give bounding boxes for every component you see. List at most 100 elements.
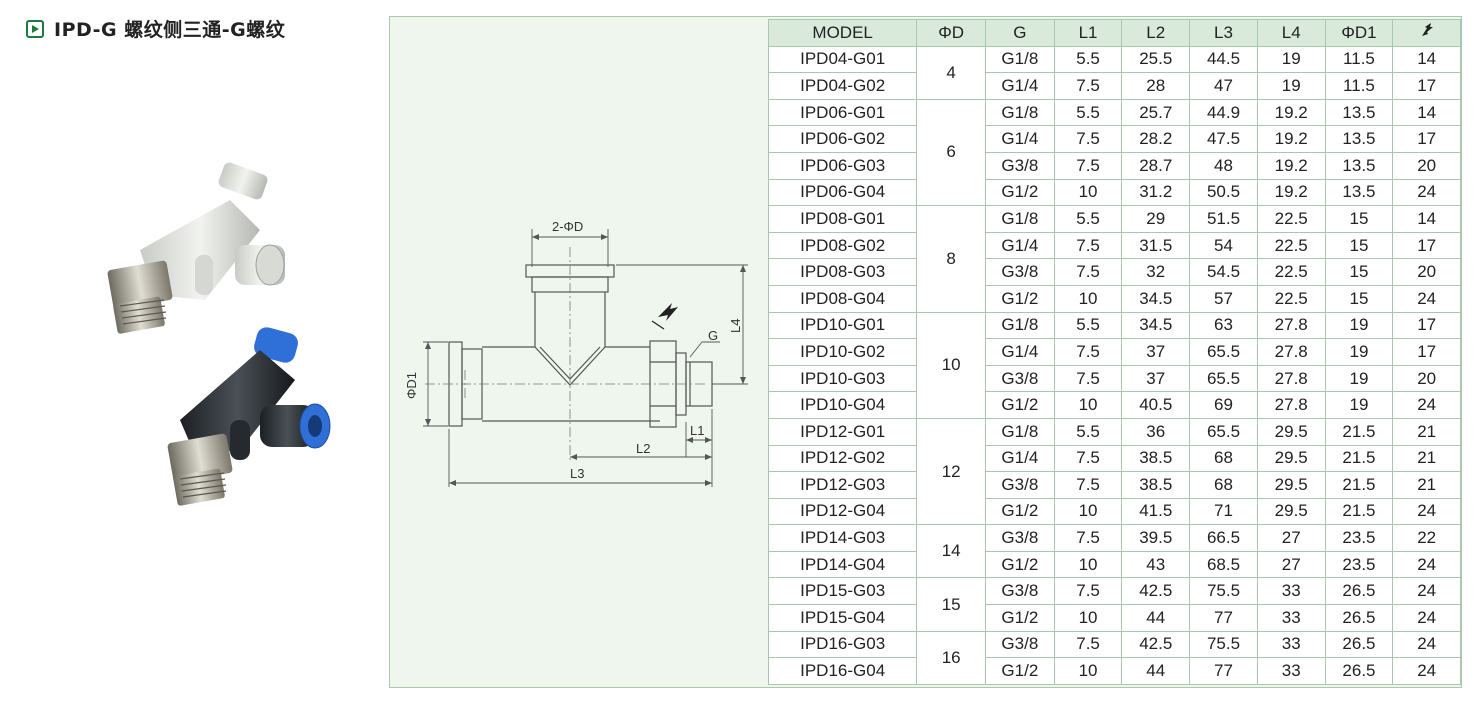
cell-l4: 19.2 bbox=[1256, 125, 1326, 153]
cell-l4: 22.5 bbox=[1256, 205, 1326, 233]
cell-wrench-size: 17 bbox=[1392, 231, 1461, 260]
cell-wrench-size: 24 bbox=[1392, 577, 1461, 606]
cell-model: IPD14-G04 bbox=[767, 550, 918, 579]
wrench-icon bbox=[1421, 23, 1433, 37]
label-l3: L3 bbox=[570, 466, 584, 481]
label-l2: L2 bbox=[636, 441, 650, 456]
cell-l1: 5.5 bbox=[1053, 45, 1123, 74]
cell-l1: 10 bbox=[1053, 657, 1123, 685]
cell-l3: 50.5 bbox=[1189, 178, 1258, 207]
cell-l1: 5.5 bbox=[1053, 417, 1123, 446]
cell-l1: 7.5 bbox=[1053, 577, 1123, 606]
cell-model: IPD15-G04 bbox=[767, 604, 918, 632]
cell-g: G1/4 bbox=[984, 231, 1055, 260]
cell-l1: 7.5 bbox=[1053, 444, 1123, 473]
cell-phi-d1: 21.5 bbox=[1324, 497, 1394, 526]
cell-l4: 22.5 bbox=[1256, 231, 1326, 260]
header-g: G bbox=[984, 19, 1055, 47]
cell-phi-d: 14 bbox=[916, 524, 986, 579]
header-l2: L2 bbox=[1121, 19, 1191, 47]
cell-l3: 54 bbox=[1189, 231, 1258, 260]
header-phi-d: ΦD bbox=[916, 19, 986, 47]
cell-l3: 75.5 bbox=[1189, 630, 1258, 659]
cell-l4: 27.8 bbox=[1256, 391, 1326, 419]
header-l3: L3 bbox=[1189, 19, 1258, 47]
cell-l4: 29.5 bbox=[1256, 471, 1326, 499]
cell-l3: 66.5 bbox=[1189, 524, 1258, 552]
cell-l2: 38.5 bbox=[1121, 471, 1191, 499]
cell-l1: 7.5 bbox=[1053, 258, 1123, 286]
cell-l1: 10 bbox=[1053, 284, 1123, 313]
cell-l2: 32 bbox=[1121, 258, 1191, 286]
cell-l1: 5.5 bbox=[1053, 311, 1123, 340]
cell-l3: 48 bbox=[1189, 151, 1258, 180]
cell-wrench-size: 24 bbox=[1392, 178, 1461, 207]
cell-l1: 7.5 bbox=[1053, 72, 1123, 100]
page-title-text: IPD-G 螺纹侧三通-G螺纹 bbox=[54, 19, 286, 41]
cell-phi-d1: 21.5 bbox=[1324, 444, 1394, 473]
black-fitting bbox=[167, 327, 331, 506]
cell-g: G3/8 bbox=[984, 364, 1055, 393]
cell-l1: 7.5 bbox=[1053, 364, 1123, 393]
cell-phi-d1: 21.5 bbox=[1324, 471, 1394, 499]
cell-wrench-size: 17 bbox=[1392, 338, 1461, 366]
cell-l2: 43 bbox=[1121, 550, 1191, 579]
technical-drawing: 2-ΦD ΦD1 L4 G L1 L2 L3 bbox=[404, 219, 748, 487]
cell-g: G3/8 bbox=[984, 471, 1055, 499]
header-wrench bbox=[1392, 19, 1461, 47]
cell-model: IPD12-G02 bbox=[767, 444, 918, 473]
cell-model: IPD08-G02 bbox=[767, 231, 918, 260]
page-title: IPD-G 螺纹侧三通-G螺纹 bbox=[26, 15, 285, 42]
cell-wrench-size: 20 bbox=[1392, 364, 1461, 393]
cell-l3: 65.5 bbox=[1189, 338, 1258, 366]
cell-l2: 28.2 bbox=[1121, 125, 1191, 153]
cell-l2: 37 bbox=[1121, 364, 1191, 393]
cell-phi-d1: 15 bbox=[1324, 231, 1394, 260]
cell-l4: 33 bbox=[1256, 630, 1326, 659]
cell-l4: 29.5 bbox=[1256, 444, 1326, 473]
cell-l4: 27 bbox=[1256, 550, 1326, 579]
cell-l2: 25.7 bbox=[1121, 98, 1191, 127]
cell-g: G1/2 bbox=[984, 657, 1055, 685]
cell-model: IPD06-G04 bbox=[767, 178, 918, 207]
cell-l2: 37 bbox=[1121, 338, 1191, 366]
wrench-icon bbox=[651, 303, 678, 330]
cell-phi-d1: 21.5 bbox=[1324, 417, 1394, 446]
cell-l4: 27.8 bbox=[1256, 364, 1326, 393]
cell-phi-d1: 15 bbox=[1324, 258, 1394, 286]
cell-phi-d1: 26.5 bbox=[1324, 657, 1394, 685]
cell-l3: 51.5 bbox=[1189, 205, 1258, 233]
cell-l1: 10 bbox=[1053, 497, 1123, 526]
cell-g: G1/4 bbox=[984, 72, 1055, 100]
cell-wrench-size: 17 bbox=[1392, 125, 1461, 153]
cell-l3: 44.5 bbox=[1189, 45, 1258, 74]
cell-wrench-size: 20 bbox=[1392, 258, 1461, 286]
cell-l4: 27 bbox=[1256, 524, 1326, 552]
cell-l4: 22.5 bbox=[1256, 284, 1326, 313]
cell-g: G1/4 bbox=[984, 444, 1055, 473]
cell-g: G1/4 bbox=[984, 125, 1055, 153]
cell-model: IPD10-G03 bbox=[767, 364, 918, 393]
cell-phi-d: 4 bbox=[916, 45, 986, 100]
cell-l2: 28.7 bbox=[1121, 151, 1191, 180]
cell-phi-d: 8 bbox=[916, 205, 986, 313]
cell-phi-d1: 13.5 bbox=[1324, 98, 1394, 127]
cell-l2: 31.5 bbox=[1121, 231, 1191, 260]
cell-l4: 33 bbox=[1256, 657, 1326, 685]
cell-l1: 7.5 bbox=[1053, 524, 1123, 552]
cell-l2: 31.2 bbox=[1121, 178, 1191, 207]
cell-phi-d1: 19 bbox=[1324, 391, 1394, 419]
cell-g: G3/8 bbox=[984, 258, 1055, 286]
